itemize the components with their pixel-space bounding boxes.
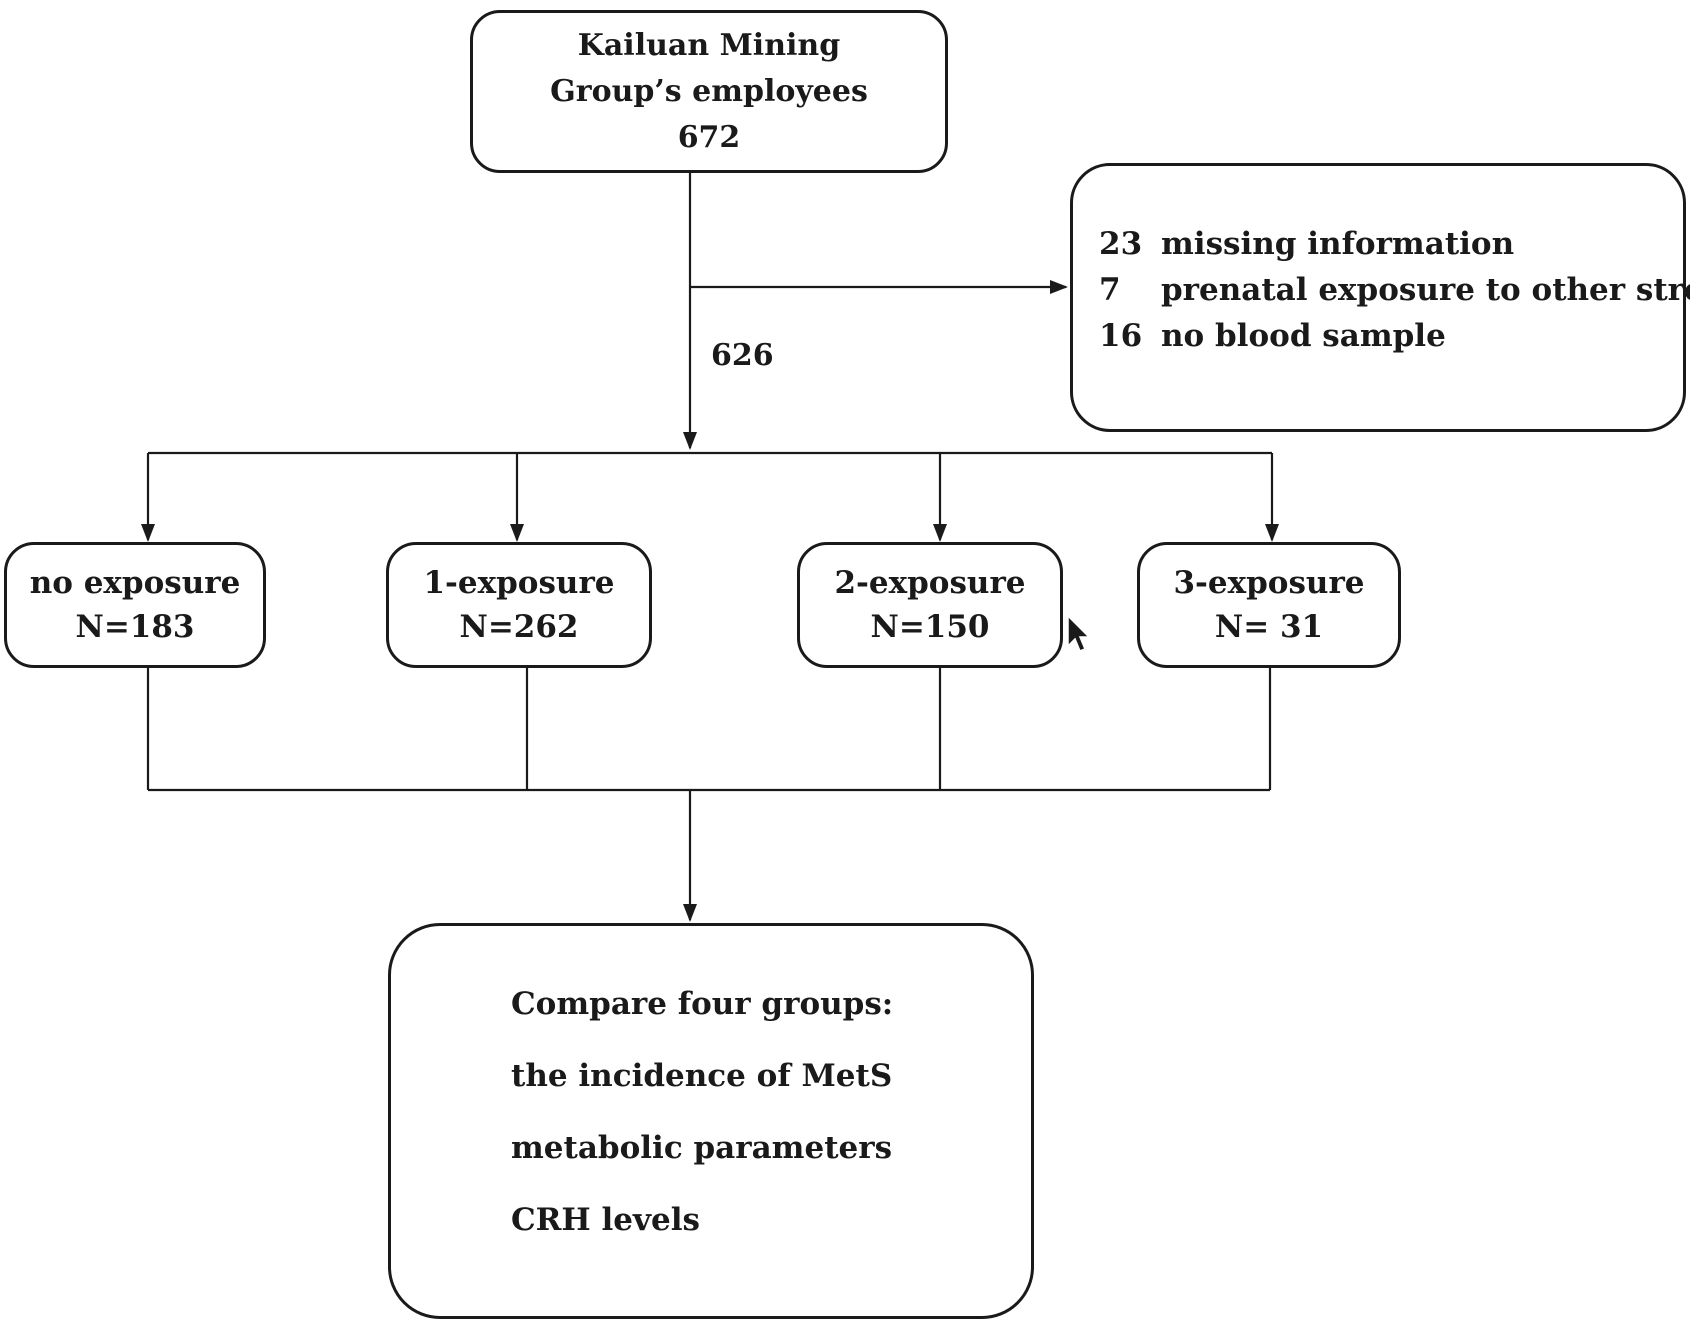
group-count: N=183 [75,609,195,645]
group-box-1-exposure: 1-exposure N=262 [386,542,652,668]
mouse-cursor-icon [1067,614,1091,652]
exclusion-box: 23 missing information 7 prenatal exposu… [1070,163,1690,432]
exclusion-count: 16 [1099,318,1143,354]
exclusion-list: 23 missing information 7 prenatal exposu… [1099,221,1690,359]
exclusion-reason: no blood sample [1161,318,1446,354]
exclusion-item: 7 prenatal exposure to other stress [1099,267,1690,313]
exclusion-reason: missing information [1161,226,1515,262]
group-label: 1-exposure [423,565,615,601]
comparison-item: the incidence of MetS [511,1058,893,1094]
exclusion-item: 23 missing information [1099,221,1690,267]
group-label: 2-exposure [834,565,1026,601]
exclusion-reason: prenatal exposure to other stress [1161,272,1690,308]
employees-line-2: Group’s employees [550,73,868,109]
employees-box: Kailuan Mining Group’s employees 672 [470,10,948,173]
comparison-list: Compare four groups: the incidence of Me… [511,968,893,1256]
group-count: N=150 [870,609,990,645]
group-count: N=262 [459,609,579,645]
exclusion-item: 16 no blood sample [1099,313,1690,359]
group-label: no exposure [29,565,241,601]
remaining-count-label: 626 [711,338,774,373]
employees-count: 672 [677,119,741,155]
comparison-item: metabolic parameters [511,1130,893,1166]
comparison-item: CRH levels [511,1202,700,1238]
group-count: N= 31 [1214,609,1324,645]
group-box-2-exposure: 2-exposure N=150 [797,542,1063,668]
group-box-no-exposure: no exposure N=183 [4,542,266,668]
group-label: 3-exposure [1173,565,1365,601]
comparison-heading: Compare four groups: [511,986,894,1022]
exclusion-count: 23 [1099,226,1143,262]
comparison-box: Compare four groups: the incidence of Me… [388,923,1034,1319]
employees-line-1: Kailuan Mining [577,27,841,63]
exclusion-count: 7 [1099,272,1121,308]
group-box-3-exposure: 3-exposure N= 31 [1137,542,1401,668]
